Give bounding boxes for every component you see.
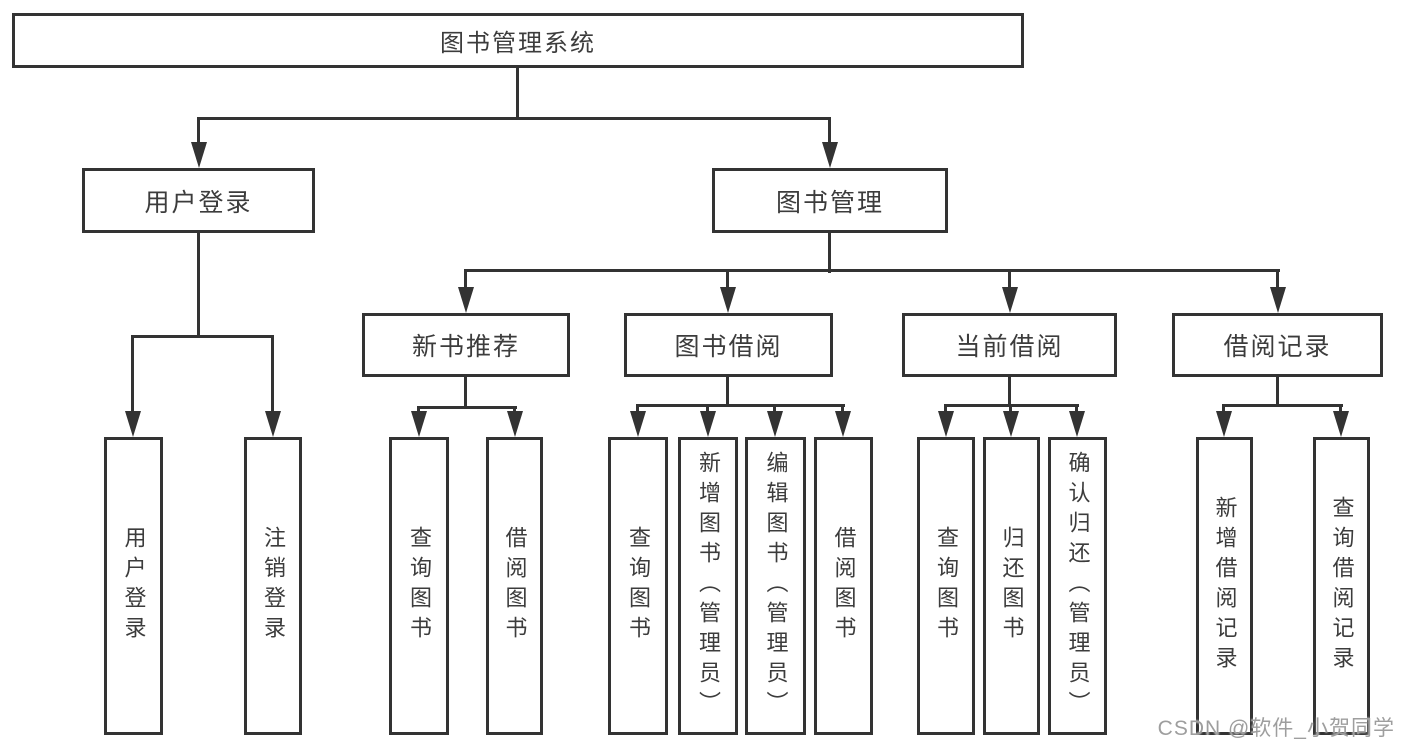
connector-borrowing-bar (636, 404, 845, 407)
leaf-confirm-return-admin-label: 确认归还（管理员） (1065, 451, 1091, 721)
leaf-user-login: 用户登录 (104, 437, 163, 735)
connector-records-stem (1276, 377, 1279, 407)
leaf-borrowing-query-books-label: 查询图书 (626, 526, 651, 646)
connector-root-stem (516, 68, 519, 119)
node-current-borrowing-label: 当前借阅 (955, 333, 1064, 361)
connector-borrowing-stem (726, 377, 729, 407)
arrow-down-icon (1216, 411, 1232, 437)
arrow-down-icon (835, 411, 851, 437)
connector-recommend-stem (464, 377, 467, 408)
connector-leaf-shaft (131, 335, 134, 415)
connector-records-shaft (1276, 269, 1279, 293)
leaf-user-login-label: 用户登录 (121, 526, 147, 646)
leaf-confirm-return-admin: 确认归还（管理员） (1048, 437, 1107, 735)
arrow-down-icon (1069, 411, 1085, 437)
connector-current-stem (1008, 377, 1011, 407)
connector-user-login-stem (197, 233, 200, 338)
node-borrowing-records: 借阅记录 (1172, 313, 1383, 377)
connector-current-shaft (1008, 269, 1011, 293)
arrow-down-icon (1333, 411, 1349, 437)
leaf-logout-label: 注销登录 (261, 526, 286, 646)
node-book-borrowing-label: 图书借阅 (674, 333, 783, 361)
connector-book-mgmt-shaft (828, 117, 831, 147)
leaf-current-query-books-label: 查询图书 (934, 526, 959, 646)
leaf-add-book-admin: 新增图书（管理员） (678, 437, 738, 735)
leaf-edit-book-admin: 编辑图书（管理员） (745, 437, 806, 735)
csdn-watermark: CSDN @软件_小贺同学 (1157, 717, 1395, 740)
connector-level2-bar (198, 117, 831, 120)
arrow-down-icon (1002, 287, 1018, 313)
arrow-down-icon (630, 411, 646, 437)
leaf-edit-book-admin-label: 编辑图书（管理员） (763, 451, 789, 721)
node-book-borrowing: 图书借阅 (624, 313, 833, 377)
node-library-system-label: 图书管理系统 (440, 30, 596, 57)
leaf-borrowing-query-books: 查询图书 (608, 437, 668, 735)
leaf-borrowing-borrow-books-label: 借阅图书 (831, 526, 857, 646)
leaf-query-borrow-record: 查询借阅记录 (1313, 437, 1370, 735)
node-book-management-label: 图书管理 (775, 188, 884, 217)
arrow-down-icon (767, 411, 783, 437)
leaf-recommend-borrow-books-label: 借阅图书 (502, 526, 528, 646)
connector-user-login-bar (131, 335, 273, 338)
connector-recommend-shaft (464, 269, 467, 293)
node-current-borrowing: 当前借阅 (902, 313, 1117, 377)
arrow-down-icon (938, 411, 954, 437)
node-new-book-recommendation-label: 新书推荐 (411, 333, 520, 361)
arrow-down-icon (700, 411, 716, 437)
leaf-recommend-query-books: 查询图书 (389, 437, 449, 735)
arrow-down-icon (265, 411, 281, 437)
connector-recommend-bar (417, 406, 517, 409)
leaf-add-borrow-record-label: 新增借阅记录 (1212, 496, 1238, 676)
leaf-logout: 注销登录 (244, 437, 302, 735)
arrow-down-icon (411, 411, 427, 437)
node-book-management: 图书管理 (712, 168, 948, 233)
arrow-down-icon (191, 142, 207, 168)
leaf-add-borrow-record: 新增借阅记录 (1196, 437, 1253, 735)
node-borrowing-records-label: 借阅记录 (1223, 333, 1332, 361)
connector-user-login-shaft (197, 117, 200, 147)
arrow-down-icon (507, 411, 523, 437)
arrow-down-icon (1003, 411, 1019, 437)
node-user-login-label: 用户登录 (144, 188, 253, 217)
leaf-return-books: 归还图书 (983, 437, 1040, 735)
leaf-borrowing-borrow-books: 借阅图书 (814, 437, 873, 735)
leaf-return-books-label: 归还图书 (999, 526, 1025, 646)
leaf-current-query-books: 查询图书 (917, 437, 975, 735)
connector-level3-bar (465, 269, 1280, 272)
node-new-book-recommendation: 新书推荐 (362, 313, 570, 377)
arrow-down-icon (458, 287, 474, 313)
arrow-down-icon (125, 411, 141, 437)
node-library-system: 图书管理系统 (12, 13, 1024, 68)
node-user-login: 用户登录 (82, 168, 315, 233)
arrow-down-icon (720, 287, 736, 313)
connector-borrowing-shaft (726, 269, 729, 293)
leaf-recommend-borrow-books: 借阅图书 (486, 437, 543, 735)
leaf-query-borrow-record-label: 查询借阅记录 (1329, 496, 1355, 676)
connector-leaf-shaft (271, 335, 274, 415)
leaf-add-book-admin-label: 新增图书（管理员） (696, 451, 721, 721)
arrow-down-icon (1270, 287, 1286, 313)
leaf-recommend-query-books-label: 查询图书 (407, 526, 432, 646)
arrow-down-icon (822, 142, 838, 168)
connector-book-mgmt-stem (828, 233, 831, 273)
connector-records-bar (1222, 404, 1343, 407)
